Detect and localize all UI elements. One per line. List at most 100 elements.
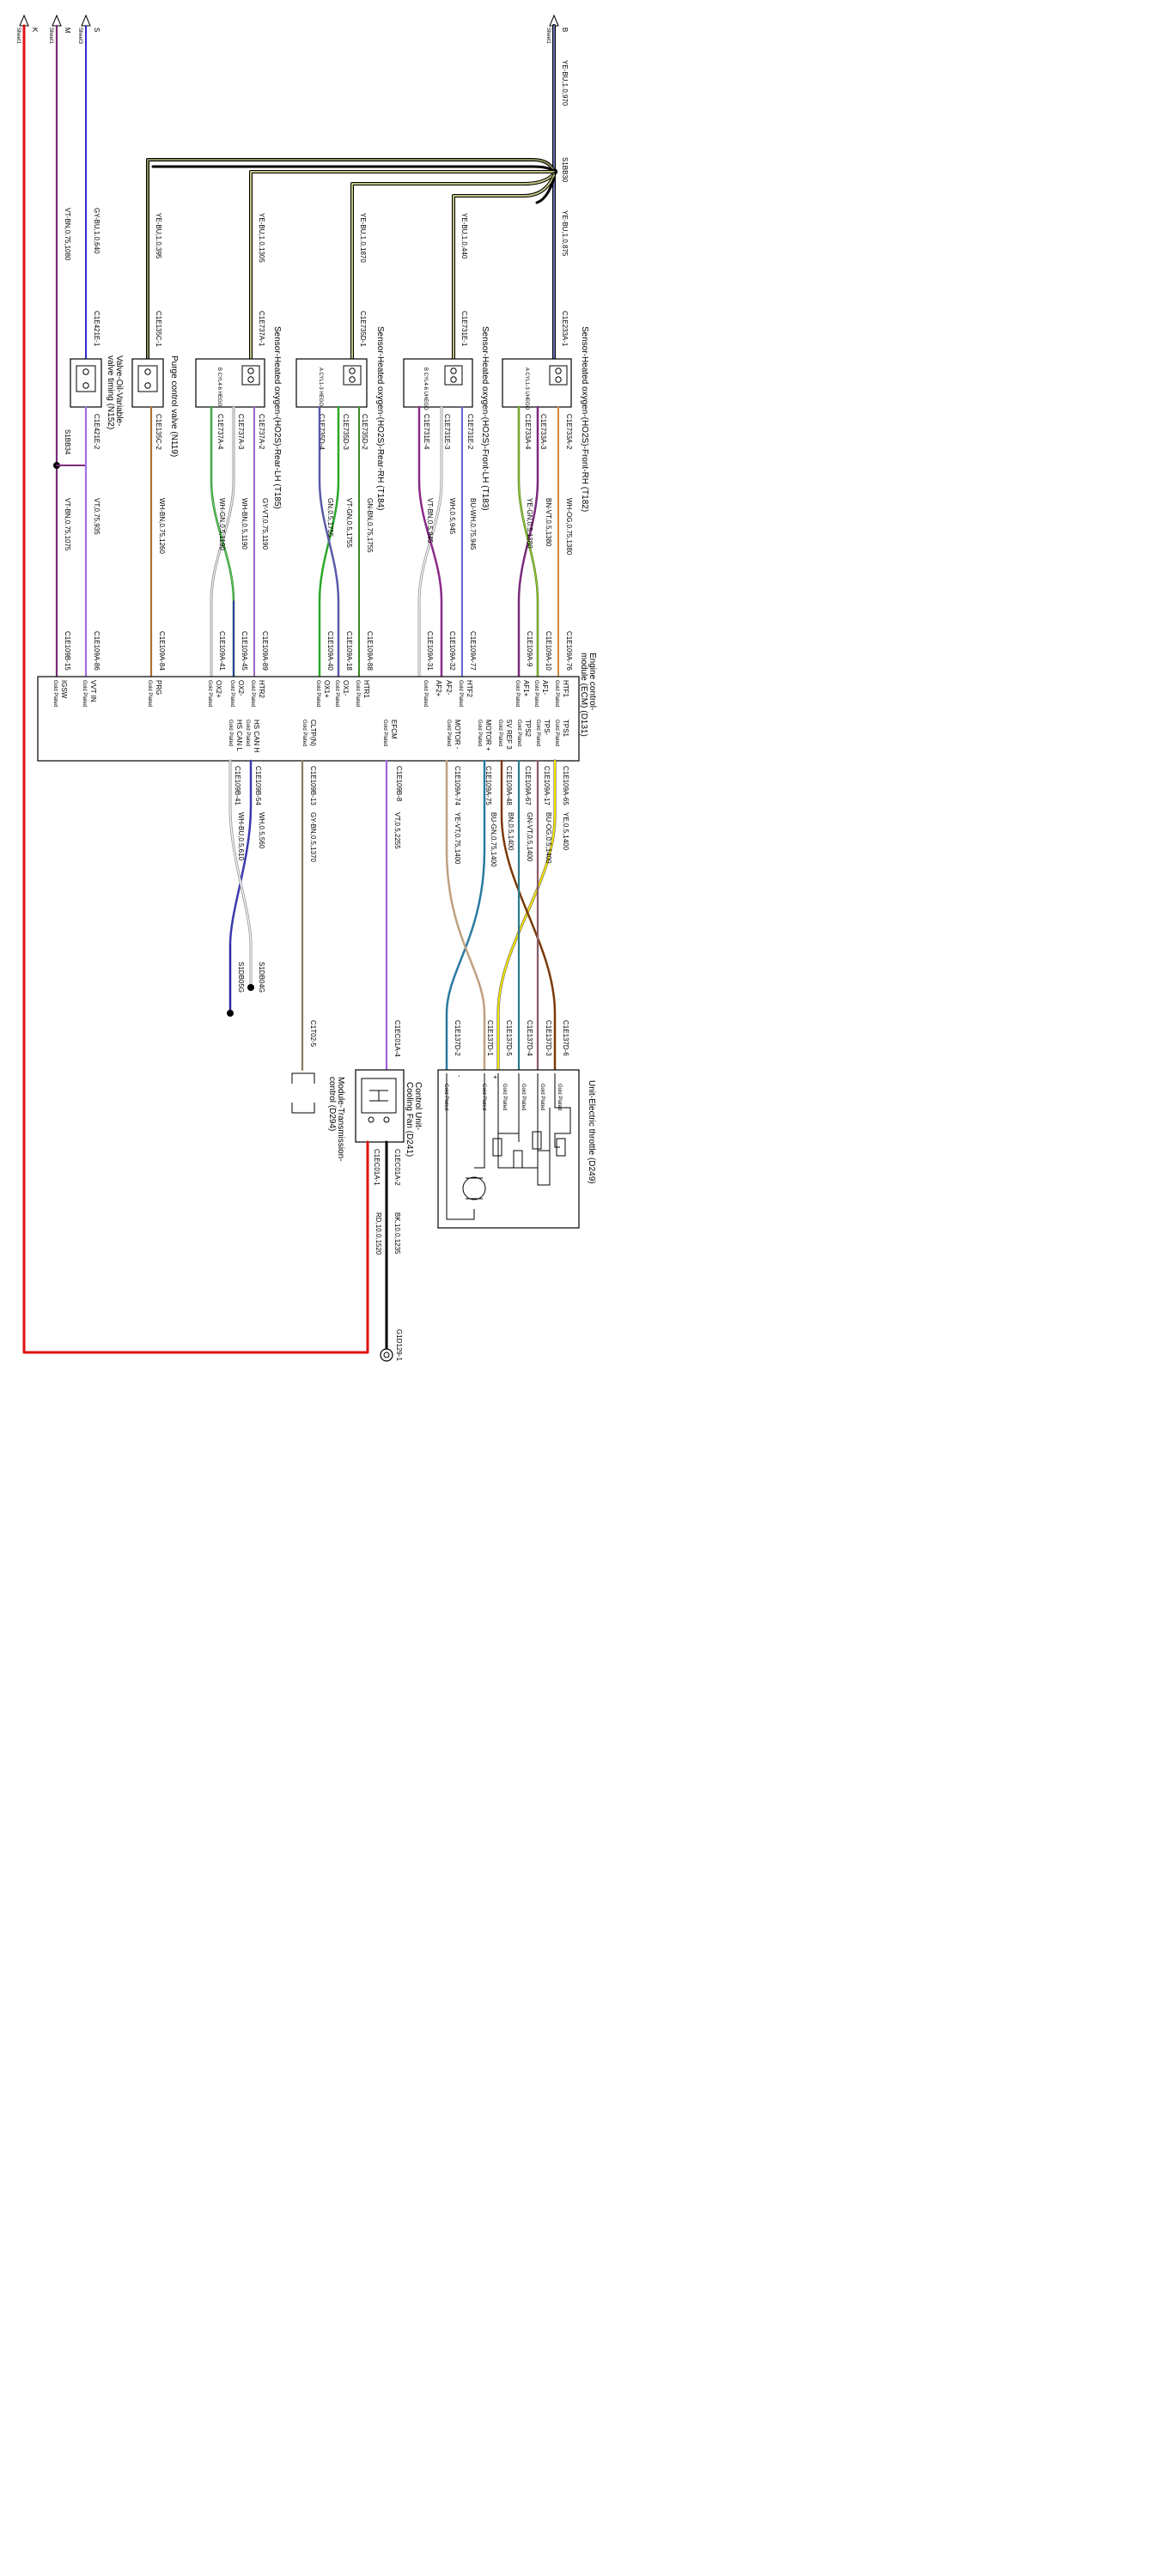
- component-title-line1: Control Unit-: [413, 1082, 423, 1130]
- pin-label: C1E109A-86: [93, 631, 100, 671]
- svg-text:Gold Plated: Gold Plated: [515, 680, 520, 707]
- sheet-ref-letter: M: [64, 27, 71, 33]
- pin-label: C1E737A-3: [237, 414, 245, 450]
- svg-text:Gold Plated: Gold Plated: [250, 680, 255, 707]
- component-title: Sensor-Heated oxygen-(HO2S)-Front-LH (T1…: [480, 326, 490, 511]
- svg-text:Gold Plated: Gold Plated: [82, 680, 87, 707]
- svg-text:AF2+: AF2+: [435, 680, 442, 697]
- pin-label: C1E137D-1: [486, 1020, 494, 1056]
- svg-text:Gold Plated: Gold Plated: [245, 720, 250, 746]
- component-title-line1: Valve-Oil-Variable-: [114, 355, 124, 426]
- ground-g1d129[interactable]: G1D129-1: [380, 1329, 403, 1362]
- svg-text:HTF2: HTF2: [466, 680, 473, 698]
- svg-text:Gold Plated: Gold Plated: [477, 720, 482, 746]
- pin-label: C1E109A-48: [505, 766, 513, 805]
- svg-text:CLTP(N): CLTP(N): [309, 720, 317, 746]
- svg-text:OX2-: OX2-: [237, 680, 245, 696]
- svg-text:Gold Plated: Gold Plated: [557, 1084, 562, 1110]
- pin-label: C1E109A-18: [345, 631, 353, 671]
- splice-s1db05g[interactable]: [227, 1010, 234, 1017]
- pin-label: C1E109B-54: [254, 766, 262, 805]
- wire-fan-power[interactable]: [22, 24, 369, 1354]
- component-vct-valve[interactable]: Valve-Oil-Variable- valve timing (N152): [70, 355, 124, 429]
- svg-text:Gold Plated: Gold Plated: [228, 720, 233, 746]
- splice-label: S1BB30: [561, 157, 569, 183]
- pin-label: C1E109A-9: [526, 631, 533, 667]
- pin-label: C1E109A-32: [448, 631, 456, 671]
- pin-label: C1E109B-15: [64, 631, 71, 671]
- sheet-ref-s[interactable]: S Sheet3: [77, 14, 100, 45]
- sheet-ref-label: Sheet1: [48, 27, 53, 45]
- component-electric-throttle[interactable]: Unit-Electric throttle (D249) Gold Plate…: [437, 1069, 596, 1229]
- pin-label: C1E137D-3: [545, 1020, 552, 1056]
- pin-label: C1E137D-4: [526, 1020, 533, 1056]
- wire-label: YE-VT,0.75,1400: [454, 812, 461, 865]
- component-title: Sensor-Heated oxygen-(HO2S)-Rear-LH (T18…: [272, 326, 282, 509]
- pin-label: C1EC01A-2: [393, 1149, 401, 1186]
- pin-label: C1E735D-3: [342, 414, 350, 450]
- wire-label: BN-VT,0.5,1380: [545, 498, 552, 547]
- sheet-ref-m[interactable]: M Sheet1: [48, 14, 71, 45]
- component-o2-rear-lh[interactable]: B CYL4-6 HEGO Sensor-Heated oxygen-(HO2S…: [195, 326, 282, 509]
- svg-text:Gold Plated: Gold Plated: [535, 720, 540, 746]
- component-title-line1: Engine control-: [588, 653, 597, 710]
- pin-label: C1E109B-13: [309, 766, 317, 805]
- pin-label: C1E733A-2: [565, 414, 573, 450]
- wire-label: VT,0.75,935: [93, 498, 100, 535]
- svg-text:TPS-: TPS-: [543, 720, 551, 736]
- wire-label: WH-BN,0.75,1260: [158, 498, 166, 554]
- component-o2-front-rh[interactable]: A CYL1-3 UHEGO Sensor-Heated oxygen-(HO2…: [502, 326, 589, 512]
- svg-text:Gold Plated: Gold Plated: [443, 1084, 448, 1110]
- svg-text:TPS1: TPS1: [562, 720, 569, 738]
- svg-text:Gold Plated: Gold Plated: [147, 680, 152, 707]
- pin-label: C1E735D-4: [318, 414, 326, 450]
- svg-text:Gold Plated: Gold Plated: [533, 680, 539, 707]
- svg-text:Gold Plated: Gold Plated: [423, 680, 428, 707]
- wire-label: GN-BN,0.75,1755: [366, 498, 374, 553]
- pin-label: C1E109A-77: [469, 631, 477, 671]
- component-o2-front-lh[interactable]: B CYL4-6 UHEGO Sensor-Heated oxygen-(HO2…: [403, 326, 490, 511]
- component-o2-rear-rh[interactable]: A CYL1-3 HEGO Sensor-Heated oxygen-(HO2S…: [295, 326, 385, 511]
- wire-label: YE-BU,1.0,970: [561, 60, 569, 106]
- svg-text:Gold Plated: Gold Plated: [355, 680, 360, 707]
- wire-label: RD,10.0,1520: [375, 1212, 382, 1255]
- pin-label: C1E109B-8: [395, 766, 403, 802]
- svg-text:Gold Plated: Gold Plated: [334, 680, 339, 707]
- svg-text:HS CAN L: HS CAN L: [235, 720, 243, 751]
- svg-text:MOTOR -: MOTOR -: [454, 720, 461, 750]
- svg-text:Gold Plated: Gold Plated: [516, 720, 521, 746]
- svg-text:Gold Plated: Gold Plated: [539, 1084, 545, 1110]
- component-ecm[interactable]: Engine control- module (ECM) (D131): [37, 653, 597, 762]
- wire-label: WH-BU,0.5,610: [237, 812, 245, 861]
- svg-text:Gold Plated: Gold Plated: [502, 1084, 507, 1110]
- wire-label: WH-GN,0.5,1190: [218, 498, 226, 550]
- wire-label: YE-GN,0.5,1380: [526, 498, 533, 549]
- svg-text:AF1-: AF1-: [541, 680, 549, 696]
- svg-text:Gold Plated: Gold Plated: [458, 680, 463, 707]
- throttle-wires: [228, 759, 557, 1072]
- sheet-ref-k[interactable]: K Sheet1: [15, 14, 39, 45]
- sheet-ref-b[interactable]: B Sheet1: [545, 14, 569, 45]
- component-tcm[interactable]: Module-Transmission- control (D294): [291, 1072, 345, 1162]
- pin-label: C1E109A-41: [218, 631, 226, 671]
- svg-text:Gold Plated: Gold Plated: [207, 680, 212, 707]
- pin-label: C1EC01A-4: [393, 1020, 401, 1057]
- sensor-inner-label: A CYL1-3 HEGO: [318, 368, 323, 406]
- sheet-ref-label: Sheet1: [15, 27, 21, 45]
- svg-text:HTR2: HTR2: [258, 680, 265, 698]
- svg-text:Gold Plated: Gold Plated: [301, 720, 307, 746]
- svg-text:EFCM: EFCM: [390, 720, 398, 739]
- wire-label: YE-BU,1.0,440: [460, 213, 468, 259]
- component-purge-valve[interactable]: Purge control valve (N119): [131, 355, 179, 457]
- splice-s1db04g[interactable]: [247, 984, 254, 991]
- pin-label: C1E731E-1: [460, 311, 468, 347]
- component-cooling-fan[interactable]: Control Unit- Cooling Fan (D241): [355, 1069, 423, 1157]
- pin-label: C1E737A-2: [258, 414, 265, 450]
- svg-text:Gold Plated: Gold Plated: [554, 680, 559, 707]
- wire-label: VT-GN,0.5,1755: [345, 498, 353, 548]
- wire-label: GY-BN,0.5,1370: [309, 812, 317, 863]
- pin-label: C1E109A-65: [562, 766, 569, 805]
- sensor-inner-label: B CYL4-6 UHEGO: [423, 368, 428, 410]
- wire-label: YE-BU,1.0,1870: [359, 213, 367, 263]
